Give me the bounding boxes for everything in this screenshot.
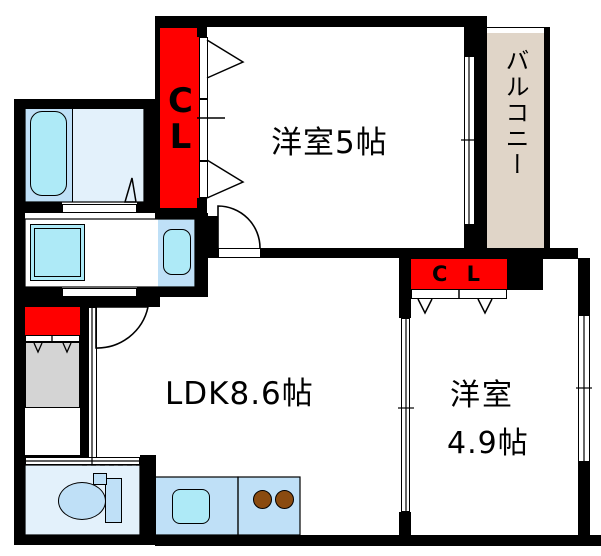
toilet [58,482,106,520]
bathtub [30,111,67,196]
wall-bedroom-right-top [464,16,475,56]
wall-closet-east-right [507,258,543,290]
entry-door-swing [95,306,149,349]
wall-balcony-left-mid [474,34,487,248]
toilet-flush-plate [93,473,107,485]
wall-bath-top [14,99,158,109]
closet-north-door-lower2[interactable] [199,161,208,198]
wall-entry-left [14,297,25,464]
wall-bedroom-door-jamb-right [261,248,273,258]
wall-east-room-left-top [399,258,411,318]
wall-closet-north-right-upper [197,27,207,37]
wall-wash-top-strip [14,213,25,219]
bedroom-north-door[interactable] [218,248,261,258]
wall-wash-right [195,213,208,295]
wall-east-exterior-bottom [578,462,590,546]
wall-closet-north-top [155,16,207,28]
wall-hall-ldk-top [96,297,160,307]
wall-east-room-top [399,248,578,259]
stove-burner-right [275,490,294,509]
wall-north-top [155,16,485,27]
label-bedroom-east-line1: 洋室 [450,378,514,413]
wall-toilet-bottom [14,535,156,545]
wall-bath-right [144,99,158,211]
east-room-sliding-door[interactable] [401,318,410,512]
label-balcony: バルコニー [501,48,529,178]
wall-entry-right [80,343,88,464]
wall-bath-left [14,99,25,211]
wall-wash-left [14,213,25,295]
closet-north-label-l: L [169,117,192,157]
wall-wash-bottom-left [14,287,62,297]
wall-south-outer [155,535,601,546]
wall-entry-top [14,297,96,307]
vanity-washbasin [163,229,191,275]
wall-bedroom-north-bottom [207,248,475,258]
bedroom-north-door-swing [217,205,261,249]
wall-bath-bottom-left [14,202,62,213]
wall-east-exterior-top [578,258,590,315]
wall-east-room-left-bottom [399,512,411,538]
balcony-floor [487,33,544,248]
kitchen-sink [172,489,210,524]
closet-north: C L [160,27,201,213]
hall-sliding-door[interactable] [88,307,97,464]
entrance-tile-outline [25,341,80,408]
toilet-sliding-door[interactable] [25,457,140,465]
wall-closet-north-right-lower [197,198,207,210]
wall-balcony-left-top [474,16,487,34]
label-bedroom-north: 洋室5帖 [271,125,388,161]
closet-entry [25,307,80,335]
stove-burner-left [253,490,272,509]
closet-north-door-upper[interactable] [199,37,208,99]
wall-toilet-left [14,455,25,545]
washing-machine-inner [34,228,81,277]
bath-washing-area [72,105,144,202]
closet-north-label-c: C [168,81,193,122]
wall-bedroom-door-jamb-left [207,216,218,258]
wall-kitchen-left [145,464,156,545]
wall-bath-bottom-right [137,202,158,213]
label-ldk: LDK8.6帖 [165,376,314,412]
closet-east-label: C L [431,262,487,286]
toilet-tank [105,478,122,523]
wall-balcony-right [544,27,550,255]
closet-north-door-lower[interactable] [199,99,208,161]
bath-door[interactable] [62,204,137,213]
label-bedroom-east-line2: 4.9帖 [447,426,529,461]
washroom-door[interactable] [62,288,137,297]
closet-east-doors[interactable] [411,289,507,299]
east-window[interactable] [578,315,590,462]
wall-wash-bottom-right [137,287,208,297]
wall-bedroom-right-bottom [464,225,475,257]
wall-closet-north-bottom [155,208,207,219]
closet-east: C L [411,259,507,289]
